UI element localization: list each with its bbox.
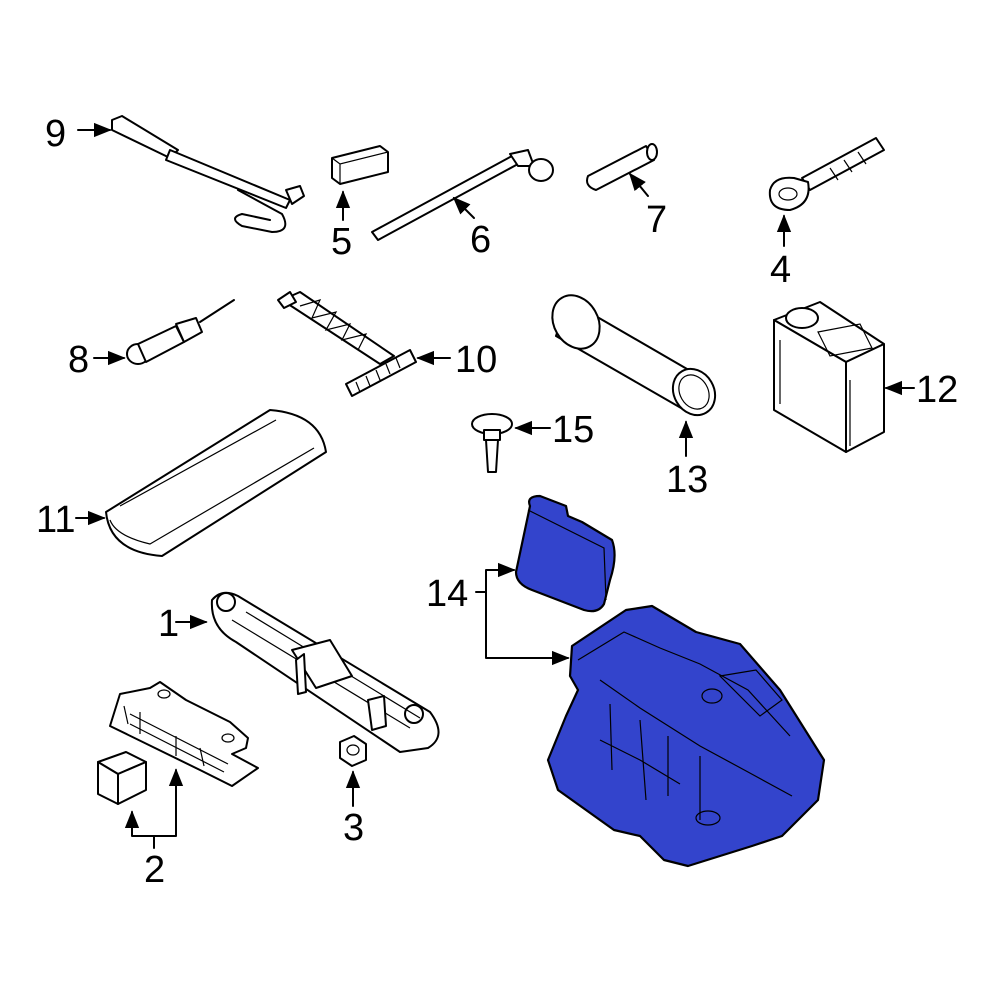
part-3-nut[interactable] (339, 735, 367, 767)
part-12-sealant-kit[interactable] (773, 301, 885, 453)
callout-15-label: 15 (552, 409, 594, 451)
callout-5: 5 (331, 190, 352, 263)
part-11-tray-lid[interactable] (105, 409, 327, 557)
part-6-lug-wrench[interactable] (371, 149, 554, 241)
callout-2: 2 (124, 768, 184, 891)
callout-11-label: 11 (36, 499, 75, 541)
callout-1-label: 1 (158, 603, 179, 645)
part-2-bracket[interactable] (109, 681, 259, 787)
part-5-clip[interactable] (331, 145, 389, 185)
part-14-tray[interactable] (546, 604, 826, 868)
callout-3-label: 3 (343, 807, 364, 849)
callout-1: 1 (158, 603, 208, 645)
callout-7: 7 (628, 172, 667, 241)
callout-4-label: 4 (770, 249, 791, 291)
callout-6-label: 6 (470, 219, 491, 261)
callout-8: 8 (68, 339, 126, 381)
callout-5-label: 5 (331, 221, 352, 263)
callout-10: 10 (416, 339, 497, 381)
callout-3: 3 (343, 770, 364, 849)
part-1-jack[interactable] (210, 591, 440, 753)
part-14-cover[interactable] (514, 494, 616, 613)
callout-13-label: 13 (666, 459, 708, 501)
part-8-screwdriver[interactable] (126, 299, 235, 365)
part-10-jack-rod[interactable] (277, 291, 417, 397)
part-15-bolt[interactable] (471, 413, 513, 473)
callout-4: 4 (770, 214, 792, 291)
callout-12: 12 (884, 369, 958, 411)
callout-13: 13 (666, 420, 708, 501)
part-7-pin[interactable] (586, 143, 658, 191)
callout-2-label: 2 (144, 849, 165, 891)
callout-9: 9 (45, 113, 112, 155)
callout-11: 11 (36, 499, 106, 541)
callout-14: 14 (426, 562, 570, 666)
callout-15: 15 (514, 409, 594, 451)
callout-14-label: 14 (426, 573, 468, 615)
callout-6: 6 (452, 196, 491, 261)
callout-9-label: 9 (45, 113, 66, 155)
callout-8-label: 8 (68, 339, 89, 381)
callout-12-label: 12 (916, 369, 958, 411)
part-2-block[interactable] (97, 751, 147, 805)
part-9-jack-handle[interactable] (111, 115, 305, 233)
part-4-tow-eye[interactable] (768, 137, 885, 211)
part-13-cylinder[interactable] (543, 287, 723, 423)
callout-7-label: 7 (646, 199, 667, 241)
callout-10-label: 10 (455, 339, 497, 381)
